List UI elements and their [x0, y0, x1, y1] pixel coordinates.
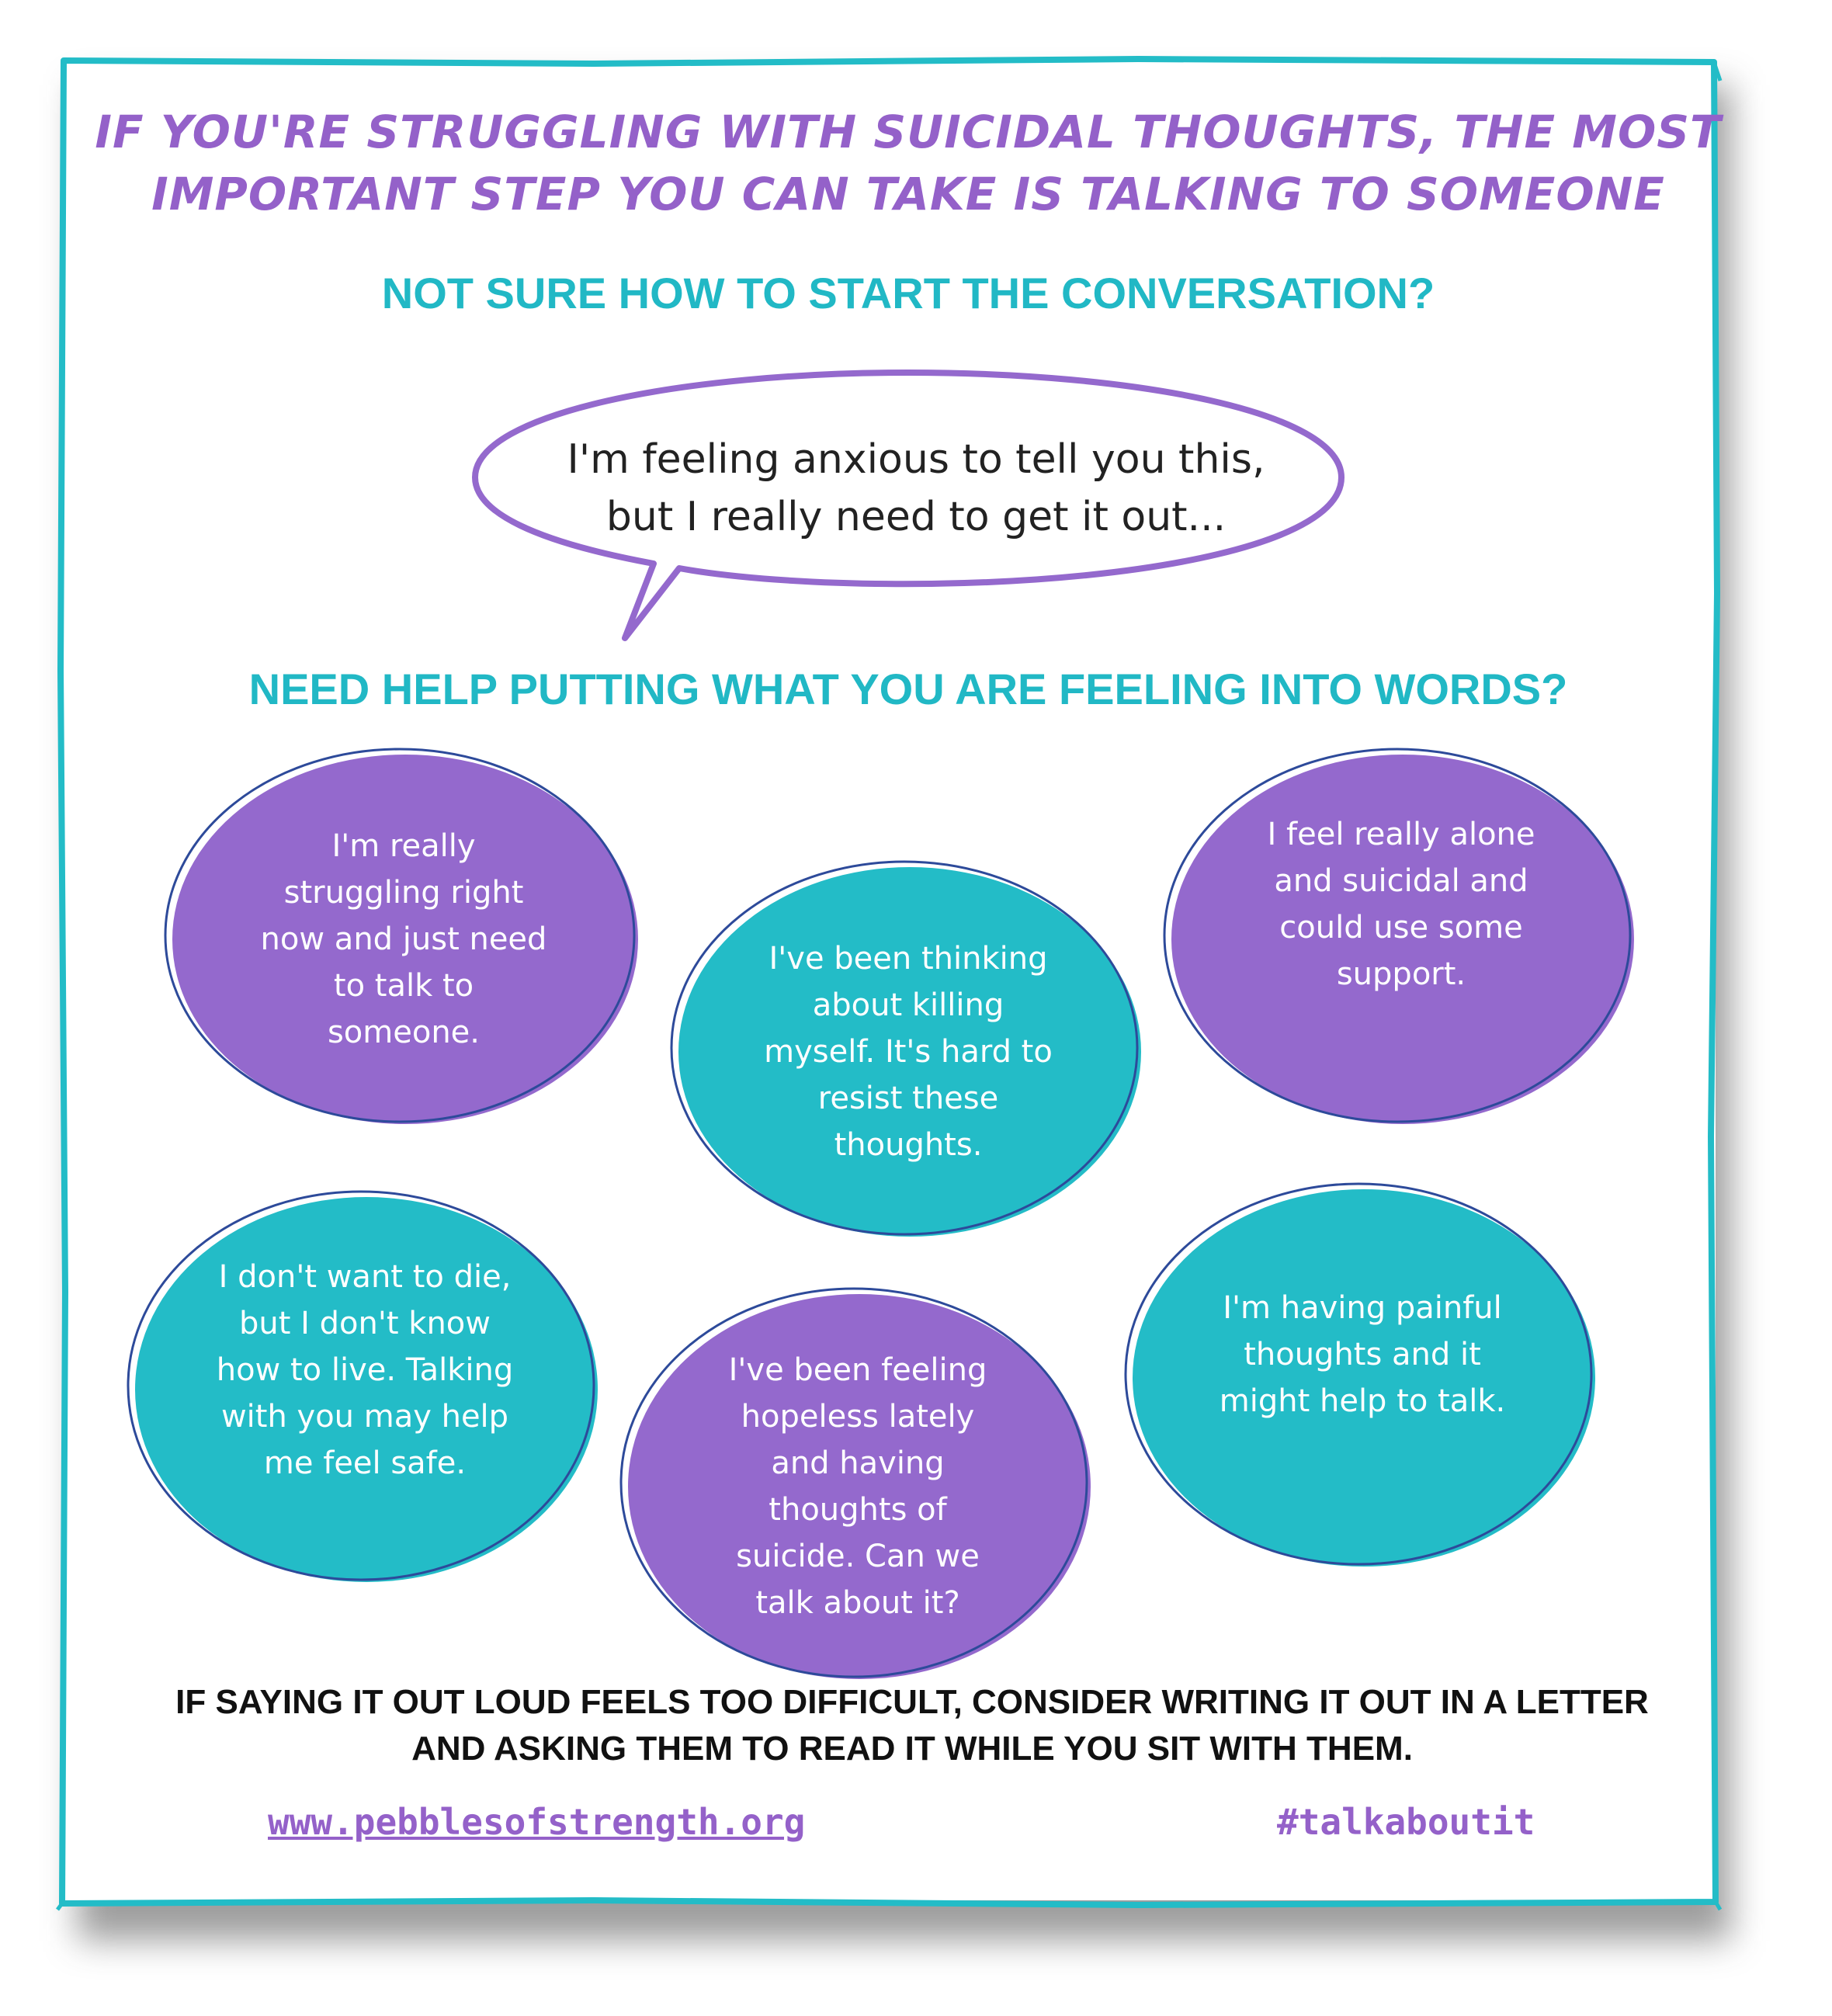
bubble-shape	[127, 1190, 598, 1582]
phrase-bubble-1: I'm really struggling right now and just…	[163, 745, 644, 1133]
bubble-shape	[619, 1287, 1091, 1679]
conversation-heading: NOT SURE HOW TO START THE CONVERSATION?	[381, 269, 1435, 317]
bubble-shape	[1163, 748, 1634, 1124]
bubble-text: I'm having painful thoughts and it might…	[1219, 1290, 1506, 1419]
feelings-heading: NEED HELP PUTTING WHAT YOU ARE FEELING I…	[248, 664, 1568, 713]
website-link[interactable]: www.pebblesofstrength.org	[268, 1801, 806, 1843]
bubble-text: I've been feeling hopeless lately and ha…	[728, 1352, 987, 1621]
bubble-text: I don't want to die, but I don't know ho…	[216, 1259, 514, 1481]
advice-line-1: IF SAYING IT OUT LOUD FEELS TOO DIFFICUL…	[175, 1683, 1649, 1721]
phrase-bubble-5: I've been feeling hopeless lately and ha…	[617, 1285, 1098, 1688]
title-line-1: IF YOU'RE STRUGGLING WITH SUICIDAL THOUG…	[95, 106, 1722, 158]
bubble-text: I feel really alone and suicidal and cou…	[1267, 817, 1535, 992]
letter-advice: IF SAYING IT OUT LOUD FEELS TOO DIFFICUL…	[155, 1679, 1669, 1772]
phrase-bubble-6: I'm having painful thoughts and it might…	[1122, 1180, 1603, 1576]
phrase-bubble-2: I've been thinking about killing myself.…	[668, 858, 1149, 1246]
bubble-shape	[1124, 1182, 1595, 1567]
speech-line-1: I'm feeling anxious to tell you this,	[567, 436, 1265, 483]
title-line-2: IMPORTANT STEP YOU CAN TAKE IS TALKING T…	[151, 168, 1665, 220]
bubble-shape	[670, 860, 1141, 1237]
speech-bubble	[472, 370, 1345, 641]
phrase-bubble-4: I don't want to die, but I don't know ho…	[124, 1188, 605, 1591]
phrase-bubble-3: I feel really alone and suicidal and cou…	[1161, 745, 1642, 1133]
page-title: IF YOU'RE STRUGGLING WITH SUICIDAL THOUG…	[93, 101, 1723, 225]
hashtag-label: #talkaboutit	[1277, 1801, 1535, 1843]
bubble-text: I've been thinking about killing myself.…	[764, 941, 1053, 1163]
bubble-shape	[164, 748, 638, 1124]
advice-line-2: AND ASKING THEM TO READ IT WHILE YOU SIT…	[411, 1730, 1413, 1768]
speech-line-2: but I really need to get it out...	[605, 494, 1227, 540]
bubble-text: I'm really struggling right now and just…	[260, 828, 547, 1050]
speech-bubble-text: I'm feeling anxious to tell you this, bu…	[543, 431, 1289, 546]
